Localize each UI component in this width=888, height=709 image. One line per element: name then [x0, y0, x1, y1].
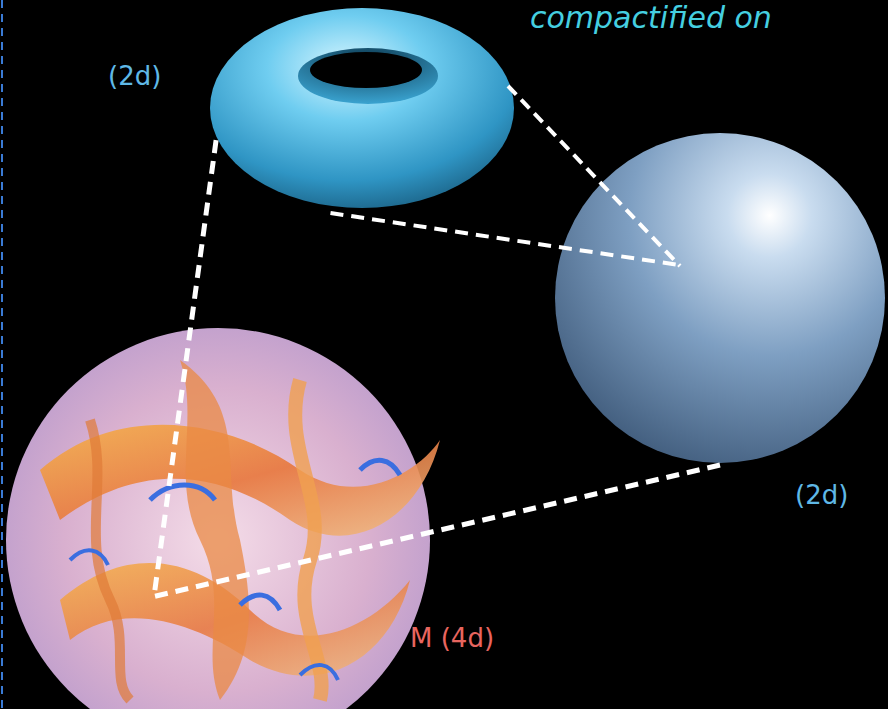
dimension-label: (2d) — [108, 61, 161, 92]
dashed-connector — [330, 213, 680, 265]
projection-line — [508, 86, 680, 266]
manifold-node: M (4d) — [0, 370, 440, 708]
torus-node: (2d) — [210, 5, 515, 213]
dashed-connector — [154, 140, 216, 596]
dimension-label: (2d) — [795, 480, 848, 511]
sphere-node: (2d) — [555, 132, 885, 465]
torus — [210, 8, 514, 208]
heading-note: compactified on — [530, 0, 772, 36]
frame-edge — [1, 0, 3, 709]
sphere — [555, 133, 885, 463]
dashed-connector — [154, 465, 720, 596]
dimension-label: M (4d) — [410, 623, 494, 654]
calabi-yau-manifold — [6, 328, 440, 709]
